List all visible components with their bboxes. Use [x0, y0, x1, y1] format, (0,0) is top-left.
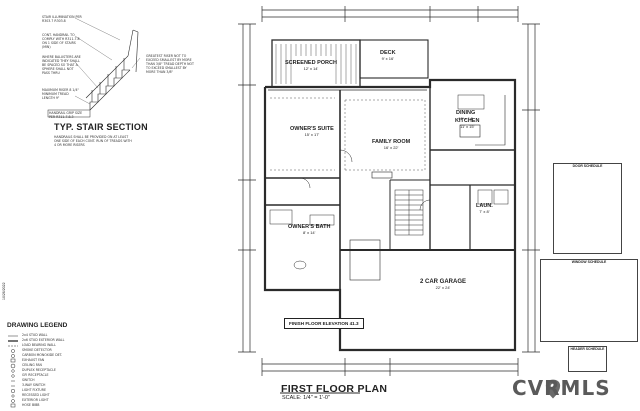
room-laundry: LAUN. 7' x 8' [476, 203, 493, 214]
legend-item: GFI RECEPTACLE [22, 373, 49, 377]
legend-item: HOSE BIBB [22, 403, 40, 407]
legend-item: LIGHT FIXTURE [22, 388, 46, 392]
legend-item: EXTERIOR LIGHT [22, 398, 49, 402]
stair-section-bottom-note: HANDRAILS SHALL BE PROVIDED ON AT LEAST … [54, 135, 132, 147]
stair-note-riser-variance: GREATEST RISER NOT TO EXCEED SMALLEST BY… [146, 54, 194, 74]
legend-item: RECESSED LIGHT [22, 393, 50, 397]
room-name: FAMILY ROOM [372, 139, 411, 145]
legend-item: LOAD BEARING WALL [22, 343, 56, 347]
watermark-text: CVRMLS [512, 376, 611, 400]
room-name: 2 CAR GARAGE [420, 279, 467, 285]
window-schedule-title: WINDOW SCHEDULE [571, 260, 607, 264]
legend-item: 2x6 STUD EXTERIOR WALL [22, 338, 65, 342]
room-dimensions: 22' x 24' [435, 285, 451, 290]
door-schedule-title: DOOR SCHEDULE [572, 164, 603, 168]
room-deck: DECK 9' x 16' [380, 50, 396, 61]
legend-item: 3-WAY SWITCH [22, 383, 46, 387]
legend-list: 2x4 STUD WALL 2x6 STUD EXTERIOR WALL LOA… [22, 333, 64, 408]
header-schedule-title: HEADER SCHEDULE [570, 347, 605, 351]
room-name: DECK [380, 50, 396, 56]
legend-item: SWITCH [22, 378, 35, 382]
room-dimensions: 9' x 16' [381, 56, 395, 61]
legend-title: DRAWING LEGEND [7, 322, 68, 329]
room-name: LAUN. [476, 203, 493, 209]
legend-item: CARBON MONOXIDE DET. [22, 353, 63, 357]
plan-scale: SCALE: 1/4" = 1'-0" [282, 395, 330, 401]
room-dimensions: 16' x 22' [383, 145, 399, 150]
room-kitchen: KITCHEN 11' x 15' [455, 118, 479, 129]
legend-item: 2x4 STUD WALL [22, 333, 48, 337]
stair-note-illumination: STAIR ILLUMINATION PER R303.7 R303.8 [42, 15, 82, 23]
stair-section-title: TYP. STAIR SECTION [54, 122, 148, 132]
room-family-room: FAMILY ROOM 16' x 22' [372, 139, 410, 150]
side-date-text: 10/26/2022 [2, 282, 6, 300]
legend-item: EXHAUST FAN [22, 358, 45, 362]
window-schedule: WINDOW SCHEDULE [540, 259, 638, 342]
room-dimensions: 15' x 17' [304, 132, 320, 137]
room-name: KITCHEN [455, 118, 480, 124]
room-garage: 2 CAR GARAGE 22' x 24' [420, 279, 466, 290]
cvrmls-watermark: CVRMLS [512, 376, 611, 400]
room-screened-porch: SCREENED PORCH 12' x 14' [285, 60, 337, 71]
room-dimensions: 8' x 14' [303, 230, 316, 235]
room-dimensions: 12' x 14' [458, 116, 473, 121]
header-schedule: HEADER SCHEDULE [568, 346, 607, 372]
finish-floor-elevation: FINISH FLOOR ELEVATION 41.3 [284, 318, 364, 329]
room-dimensions: 12' x 14' [303, 66, 319, 71]
legend-item: CEILING FAN [22, 363, 42, 367]
stair-note-grip: HANDRAIL GRIP SIZE PER R311.7.8.3 [49, 111, 83, 119]
room-name: DINING [456, 110, 476, 116]
door-schedule: DOOR SCHEDULE [553, 163, 622, 254]
legend-item: SMOKE DETECTOR [22, 348, 52, 352]
stair-note-handrail: CONT. HANDRAIL TO COMPLY WITH R311.7.8 O… [42, 33, 80, 49]
room-name: SCREENED PORCH [285, 60, 337, 66]
room-owners-suite: OWNER'S SUITE 15' x 17' [290, 126, 334, 137]
room-dining: DINING 12' x 14' [456, 110, 475, 121]
room-name: OWNER'S SUITE [290, 126, 334, 132]
stair-note-balusters: WHERE BALUSTERS ARE INDICATED THEY SHALL… [42, 55, 81, 75]
stair-note-riser-tread: MAXIMUM RISER 8 1/4" MINIMUM TREAD LENGT… [42, 88, 79, 100]
room-owners-bath: OWNER'S BATH 8' x 14' [288, 224, 330, 235]
room-dimensions: 11' x 15' [460, 124, 475, 129]
plan-title: FIRST FLOOR PLAN [281, 383, 388, 395]
room-dimensions: 7' x 8' [479, 209, 490, 214]
room-name: OWNER'S BATH [288, 224, 331, 230]
legend-item: DUPLEX RECEPTACLE [22, 368, 56, 372]
